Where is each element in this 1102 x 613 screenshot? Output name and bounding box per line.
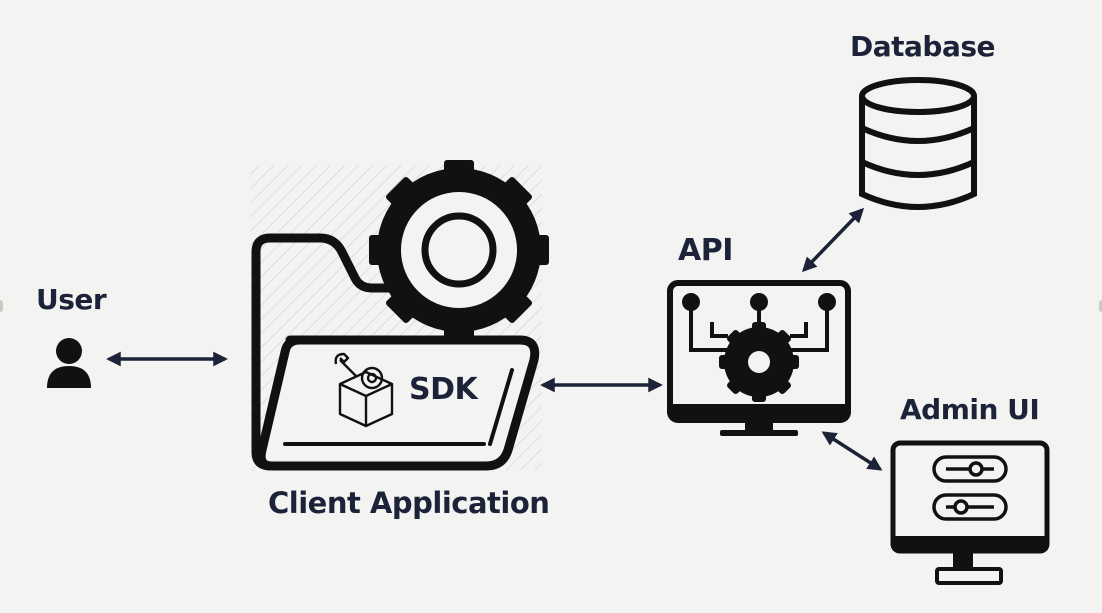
database-label: Database bbox=[850, 30, 996, 63]
right-edge-dot bbox=[1099, 300, 1102, 312]
toolbox-icon bbox=[334, 352, 394, 428]
arrow-api-admin bbox=[821, 431, 883, 471]
person-icon bbox=[47, 338, 91, 388]
sdk-label: SDK bbox=[409, 372, 478, 407]
api-label: API bbox=[678, 233, 733, 268]
monitor-circuit-gear-icon bbox=[667, 280, 851, 436]
left-edge-dot bbox=[0, 300, 3, 312]
client-application-label: Client Application bbox=[268, 486, 550, 520]
database-cylinder-icon bbox=[859, 77, 977, 210]
monitor-sliders-icon bbox=[890, 440, 1050, 585]
user-label: User bbox=[36, 283, 107, 316]
folder-gear-icon bbox=[251, 160, 549, 471]
admin-ui-label: Admin UI bbox=[900, 393, 1040, 426]
arrow-api-database bbox=[801, 207, 865, 273]
